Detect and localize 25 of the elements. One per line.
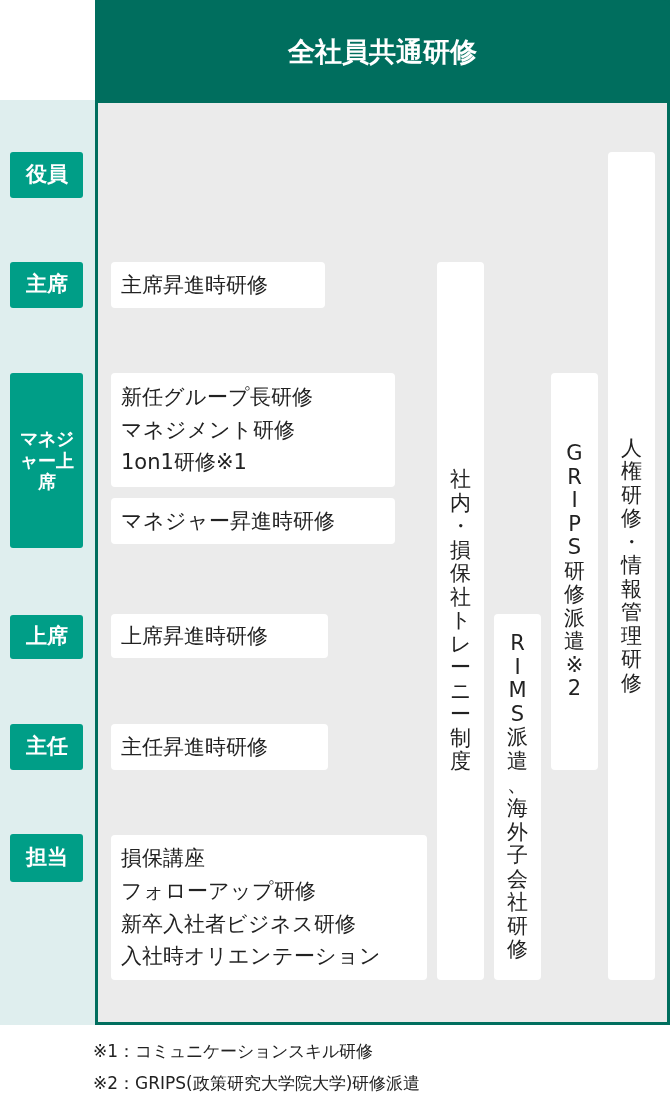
level-tag: 主席 xyxy=(10,262,83,308)
vertical-box-text: 人権研修・情報管理研修 xyxy=(621,436,642,696)
box-text: 新卒入社者ビジネス研修 xyxy=(121,910,357,938)
level-tag: 主任 xyxy=(10,724,83,770)
box-text: 1on1研修※1 xyxy=(121,449,248,477)
training-panel xyxy=(95,0,670,1025)
box-text: 入社時オリエンテーション xyxy=(121,943,382,971)
level-tag: 役員 xyxy=(10,152,83,198)
level-tag: マネジャー上席 xyxy=(10,373,83,548)
box-text: 主席昇進時研修 xyxy=(121,271,269,299)
level-tag: 上席 xyxy=(10,615,83,659)
box-text: マネジメント研修 xyxy=(121,416,296,444)
box-text: 損保講座 xyxy=(121,845,206,873)
footnote: ※1：コミュニケーションスキル研修 xyxy=(93,1040,374,1063)
box-text: 新任グループ長研修 xyxy=(121,384,314,412)
box-text: フォローアップ研修 xyxy=(121,877,317,905)
box-text: 主任昇進時研修 xyxy=(121,733,269,761)
box-text: マネジャー昇進時研修 xyxy=(121,507,336,535)
level-tag: 担当 xyxy=(10,834,83,882)
box-text: 上席昇進時研修 xyxy=(121,622,269,650)
panel-header: 全社員共通研修 xyxy=(95,0,670,103)
vertical-box-text: 社内・損保社トレーニー制度 xyxy=(449,468,472,774)
footnote: ※2：GRIPS(政策研究大学院大学)研修派遣 xyxy=(93,1072,421,1095)
vertical-box-text: GRIPS研修派遣※2 xyxy=(564,442,585,701)
vertical-box-text: RIMS派遣、海外子会社研修 xyxy=(507,632,528,962)
